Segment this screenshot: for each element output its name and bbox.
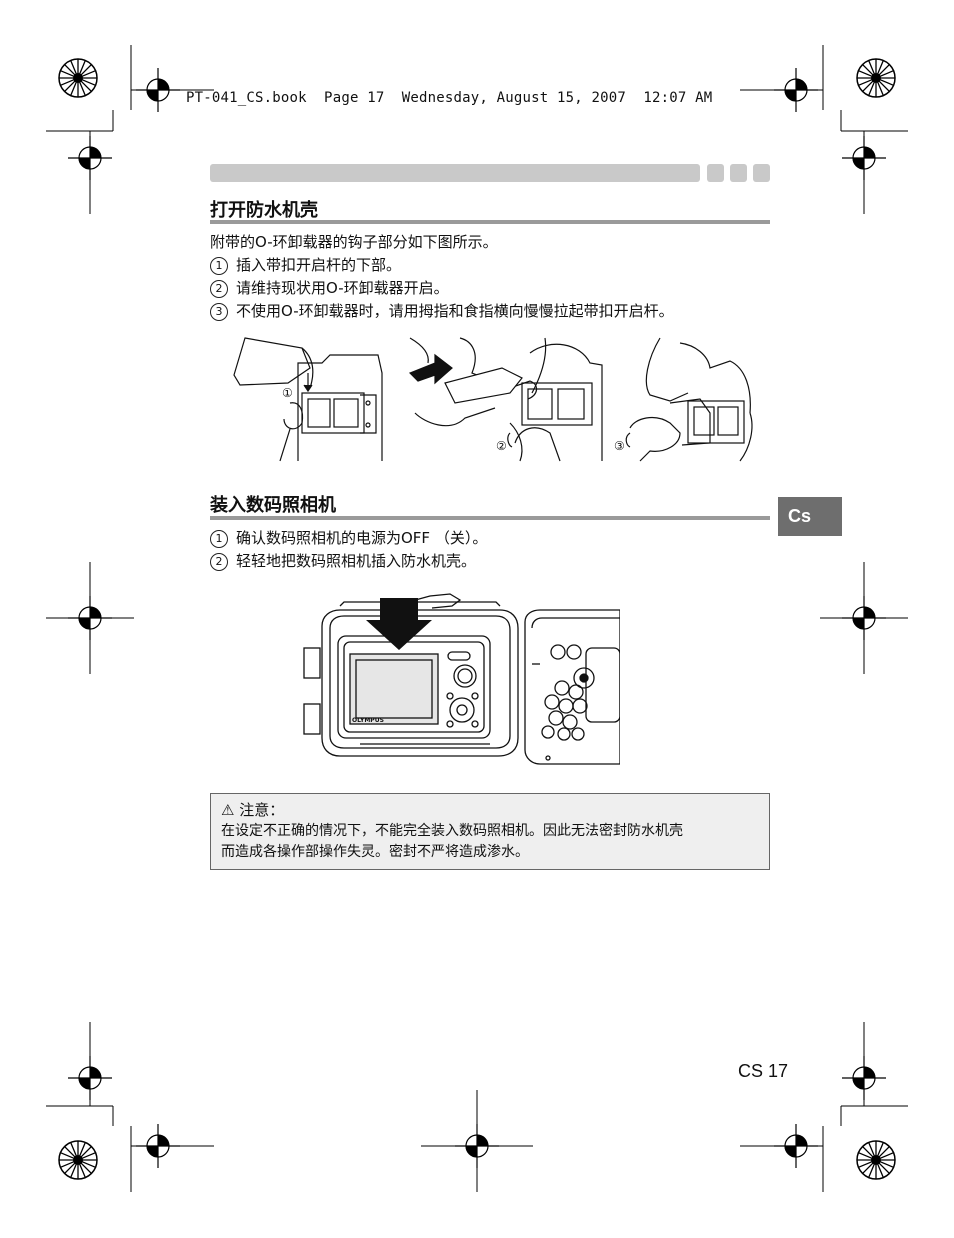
section2-body: 1 确认数码照相机的电源为OFF （关）。 2 轻轻地把数码照相机插入防水机壳。	[210, 527, 487, 573]
warning-triangle-icon: ⚠	[221, 801, 235, 819]
camera-brand-label: OLYMPUS	[352, 717, 384, 724]
intro-text: 附带的O-环卸载器的钩子部分如下图所示。	[210, 233, 498, 251]
caution-line: 在设定不正确的情况下，不能完全装入数码照相机。因此无法密封防水机壳	[221, 823, 683, 839]
step-text: 不使用O-环卸载器时，请用拇指和食指横向慢慢拉起带扣开启杆。	[236, 302, 674, 320]
step-item: 2 轻轻地把数码照相机插入防水机壳。	[210, 550, 487, 573]
book-header-line: PT-041_CS.book Page 17 Wednesday, August…	[186, 90, 713, 106]
caution-line: 而造成各操作部操作失灵。密封不严将造成渗水。	[221, 844, 529, 860]
caution-header: ⚠ 注意：	[221, 800, 759, 821]
step-number: 1	[210, 530, 228, 548]
step-text: 轻轻地把数码照相机插入防水机壳。	[236, 552, 477, 570]
header-square	[730, 164, 747, 182]
step-item: 3 不使用O-环卸载器时，请用拇指和食指横向慢慢拉起带扣开启杆。	[210, 300, 674, 323]
step-number: 2	[210, 280, 228, 298]
step-text: 确认数码照相机的电源为OFF （关）。	[236, 529, 488, 547]
header-square	[707, 164, 724, 182]
step-item: 1 插入带扣开启杆的下部。	[210, 254, 674, 277]
section-rule	[210, 220, 770, 224]
section-title-load-camera: 装入数码照相机	[210, 495, 336, 516]
step-text: 请维持现状用O-环卸载器开启。	[236, 279, 449, 297]
figure-label-3: ③	[614, 439, 625, 453]
caution-title: 注意：	[239, 801, 285, 819]
header-bar	[210, 164, 700, 182]
figure-label-1: ①	[282, 386, 293, 400]
step-item: 1 确认数码照相机的电源为OFF （关）。	[210, 527, 487, 550]
section-title-open-housing: 打开防水机壳	[210, 200, 318, 221]
step-item: 2 请维持现状用O-环卸载器开启。	[210, 277, 674, 300]
section-rule	[210, 516, 770, 520]
caution-box: ⚠ 注意： 在设定不正确的情况下，不能完全装入数码照相机。因此无法密封防水机壳 …	[210, 793, 770, 870]
step-number: 2	[210, 553, 228, 571]
open-housing-illustration: ① ② ③	[233, 337, 753, 462]
step-number: 3	[210, 303, 228, 321]
language-tab: Cs	[778, 497, 842, 536]
section1-body: 附带的O-环卸载器的钩子部分如下图所示。 1 插入带扣开启杆的下部。 2 请维持现状…	[210, 231, 674, 323]
step-text: 插入带扣开启杆的下部。	[236, 256, 402, 274]
figure-label-2: ②	[496, 439, 507, 453]
load-camera-illustration: OLYMPUS	[303, 593, 620, 765]
page-number: CS 17	[738, 1061, 789, 1081]
step-number: 1	[210, 257, 228, 275]
header-square	[753, 164, 770, 182]
